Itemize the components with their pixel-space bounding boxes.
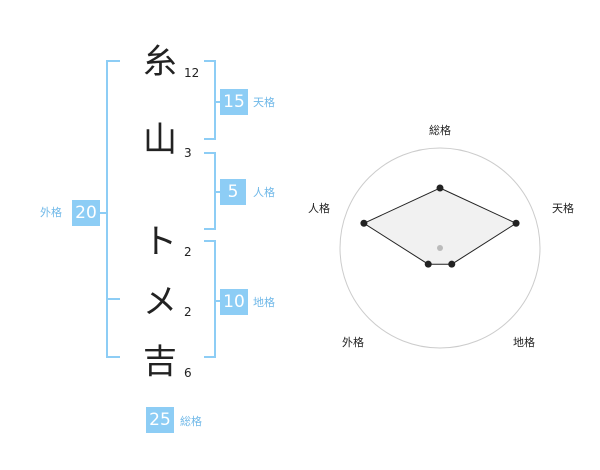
axis-label-tenkaku: 天格 [552,201,574,215]
gaikaku-label: 外格 [40,206,62,219]
name-char-4: メ [143,282,177,322]
radar-point-2 [512,219,520,227]
stroke-count-1: 12 [184,66,200,80]
jinkaku-label: 人格 [253,186,275,199]
name-char-1: 糸 [143,42,177,82]
stroke-count-3: 2 [184,245,192,259]
name-char-2: 山 [143,120,177,160]
chikaku-label: 地格 [253,296,275,309]
stroke-count-4: 2 [184,305,192,319]
jinkaku-value: 5 [220,179,246,205]
soukaku-value: 25 [146,407,174,433]
stroke-count-2: 3 [184,146,192,160]
radar-point-5 [360,219,368,227]
gaikaku-value: 20 [72,200,100,226]
radar-point-3 [448,260,456,268]
axis-label-gaikaku: 外格 [342,335,364,349]
radar-points [360,184,520,268]
axis-label-soukaku: 総格 [429,123,451,137]
tenkaku-label: 天格 [253,96,275,109]
name-char-5: 吉 [143,342,177,382]
soukaku-label: 総格 [180,415,202,428]
name-char-3: ト [143,222,177,262]
axis-label-chikaku: 地格 [513,335,535,349]
radar-center [437,245,443,251]
stroke-count-5: 6 [184,366,192,380]
axis-label-jinkaku: 人格 [308,201,330,215]
radar-area [362,187,518,265]
chikaku-value: 10 [220,289,248,315]
radar-point-4 [424,260,432,268]
radar-point-1 [436,184,444,192]
tenkaku-value: 15 [220,89,248,115]
